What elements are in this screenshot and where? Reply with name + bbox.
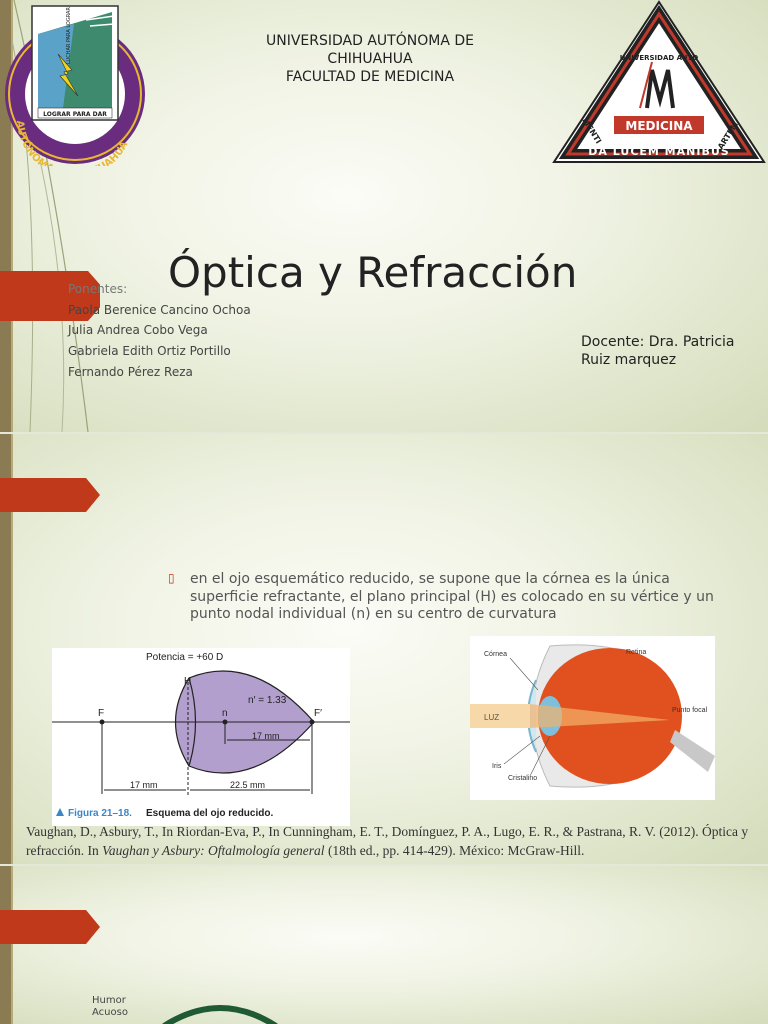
- presenter-name: Gabriela Edith Ortiz Portillo: [68, 344, 231, 359]
- side-stripe: [0, 866, 11, 1024]
- presenter-name: Fernando Pérez Reza: [68, 364, 193, 379]
- slide-title: Óptica y Refracción: [168, 248, 578, 297]
- eye-diagram-partial: [162, 1005, 278, 1024]
- aqueous-humor-label: Humor Acuoso: [92, 995, 128, 1018]
- presenters-list: Ponentes: Paola Berenice Cancino Ochoa J…: [68, 279, 251, 383]
- svg-text:UNIVERSIDAD AUTO: UNIVERSIDAD AUTO: [620, 54, 699, 62]
- instructor-line1: Docente: Dra. Patricia: [581, 334, 735, 350]
- section-tab-marker: [0, 478, 100, 512]
- faculty-name: FACULTAD DE MEDICINA: [285, 69, 455, 85]
- svg-text:F′: F′: [314, 708, 322, 719]
- svg-text:Córnea: Córnea: [484, 651, 507, 658]
- eye-anatomy-diagram: LUZ Córnea Retina Punto focal Iris Crist…: [470, 636, 715, 800]
- section-tab-marker: [0, 271, 100, 321]
- logo-band-text: MEDICINA: [625, 119, 693, 133]
- bullet-icon: ▯: [168, 571, 175, 585]
- svg-text:Retina: Retina: [626, 649, 646, 656]
- section-tab-marker: [0, 910, 100, 944]
- instructor-line2: Ruiz marquez: [581, 352, 677, 368]
- side-stripe: [0, 0, 11, 432]
- svg-text:DA LUCEM MANIBUS: DA LUCEM MANIBUS: [588, 145, 729, 158]
- institution-header: UNIVERSIDAD AUTÓNOMA DE CHIHUAHUA FACULT…: [240, 32, 500, 86]
- svg-text:H: H: [184, 676, 191, 687]
- reference-citation: Vaughan, D., Asbury, T., In Riordan-Eva,…: [26, 824, 749, 858]
- svg-text:17 mm: 17 mm: [130, 780, 158, 790]
- figure-number: Figura 21–18.: [68, 808, 132, 819]
- bullet-text: en el ojo esquemático reducido, se supon…: [190, 571, 714, 622]
- reduced-eye-diagram: Potencia = +60 D H F n F′ n′ = 1.33 17 m…: [52, 648, 350, 826]
- svg-text:F: F: [98, 708, 104, 719]
- svg-text:LUZ: LUZ: [484, 713, 499, 722]
- svg-text:17 mm: 17 mm: [252, 731, 280, 741]
- power-label: Potencia = +60 D: [146, 652, 223, 663]
- title-slide: LOGRAR PARA DAR LUCHAR PARA LOGRAR AUTÓN…: [0, 0, 768, 432]
- next-slide: [0, 866, 768, 1024]
- university-seal-logo: LOGRAR PARA DAR LUCHAR PARA LOGRAR AUTÓN…: [5, 5, 145, 166]
- presenter-name: Paola Berenice Cancino Ochoa: [68, 302, 251, 317]
- svg-text:n: n: [222, 708, 228, 719]
- presenter-name: Julia Andrea Cobo Vega: [68, 323, 208, 338]
- university-name-line2: CHIHUAHUA: [327, 51, 413, 67]
- svg-text:LUCHAR PARA LOGRAR: LUCHAR PARA LOGRAR: [66, 7, 72, 64]
- university-name-line1: UNIVERSIDAD AUTÓNOMA DE: [266, 33, 474, 49]
- side-stripe: [0, 434, 11, 864]
- svg-text:n′ = 1.33: n′ = 1.33: [248, 695, 287, 706]
- figure-caption: Esquema del ojo reducido.: [146, 808, 273, 819]
- svg-text:Iris: Iris: [492, 763, 502, 770]
- instructor-info: Docente: Dra. Patricia Ruiz marquez: [581, 333, 756, 369]
- medicine-faculty-logo: MEDICINA DA LUCEM MANIBUS UNIVERSIDAD AU…: [552, 0, 766, 163]
- presenters-label: Ponentes:: [68, 282, 128, 296]
- svg-text:22.5 mm: 22.5 mm: [230, 780, 265, 790]
- svg-text:Punto focal: Punto focal: [672, 707, 707, 714]
- logo-banner-text: LOGRAR PARA DAR: [43, 111, 107, 118]
- svg-text:Cristalino: Cristalino: [508, 775, 537, 782]
